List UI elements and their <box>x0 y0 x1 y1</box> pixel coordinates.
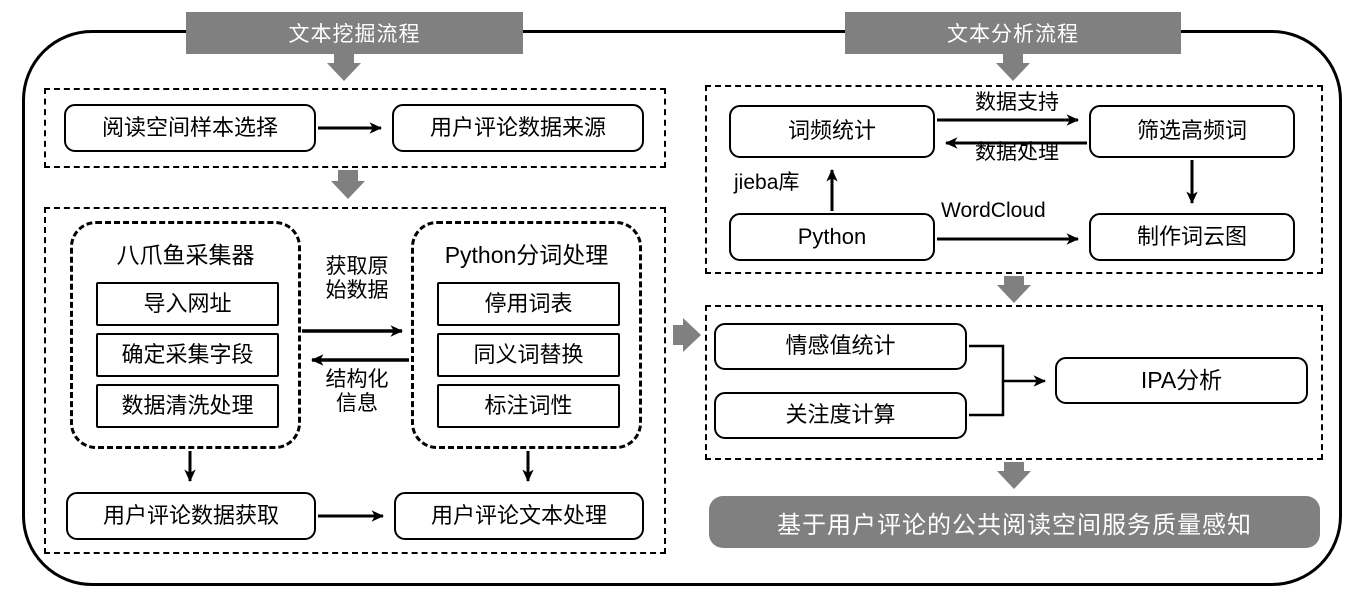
edge-label-structured-info: 结构化 信息 <box>312 368 402 415</box>
result-banner-service-quality: 基于用户评论的公共阅读空间服务质量感知 <box>709 496 1320 548</box>
node-attention-calculation[interactable]: 关注度计算 <box>714 392 967 439</box>
right-section-ipa <box>705 305 1323 460</box>
gray-arrow-shaft-right-sections <box>1004 276 1024 286</box>
edge-label-structured-info-line1: 结构化 <box>325 368 389 391</box>
edge-label-data-support: 数据支持 <box>975 91 1059 114</box>
group-octopus-collector <box>70 221 301 449</box>
banner-text-analysis: 文本分析流程 <box>845 12 1181 54</box>
gray-arrow-shaft-left-sections <box>338 170 358 182</box>
node-import-url[interactable]: 导入网址 <box>96 282 279 326</box>
gray-arrow-head-right-banner <box>996 63 1030 81</box>
node-user-review-data-source[interactable]: 用户评论数据来源 <box>392 104 644 152</box>
node-define-collect-fields[interactable]: 确定采集字段 <box>96 333 279 377</box>
node-filter-high-frequency-words[interactable]: 筛选高频词 <box>1089 105 1295 158</box>
gray-arrow-head-left-sections <box>331 181 365 199</box>
edge-label-get-raw-data-line2: 始数据 <box>325 278 389 302</box>
gray-arrow-shaft-right-banner <box>1003 54 1023 64</box>
left-section-sample-source <box>44 88 666 168</box>
node-data-cleaning[interactable]: 数据清洗处理 <box>96 384 279 428</box>
banner-text-mining: 文本挖掘流程 <box>186 12 523 54</box>
edge-label-wordcloud: WordCloud <box>941 199 1046 222</box>
node-ipa-analysis[interactable]: IPA分析 <box>1055 357 1308 404</box>
edge-label-get-raw-data-line1: 获取原 <box>325 255 389 278</box>
left-section-processing <box>44 207 666 554</box>
node-word-frequency-statistics[interactable]: 词频统计 <box>729 105 935 158</box>
gray-arrow-head-left-banner <box>327 63 361 81</box>
gray-arrow-head-left-to-right <box>683 318 701 352</box>
gray-arrow-shaft-left-to-right <box>673 325 684 345</box>
edge-label-structured-info-line2: 信息 <box>336 391 378 415</box>
right-section-wordcloud <box>705 85 1323 274</box>
gray-arrow-head-right-sections <box>997 285 1031 303</box>
node-stopword-list[interactable]: 停用词表 <box>437 282 620 326</box>
edge-label-jieba-library: jieba库 <box>734 171 800 194</box>
node-sentiment-statistics[interactable]: 情感值统计 <box>714 323 967 370</box>
node-reading-space-sample-selection[interactable]: 阅读空间样本选择 <box>64 104 316 152</box>
edge-label-get-raw-data: 获取原 始数据 <box>312 255 402 302</box>
node-pos-tagging[interactable]: 标注词性 <box>437 384 620 428</box>
gray-arrow-shaft-result <box>1004 462 1024 472</box>
group-python-segmentation <box>411 221 642 449</box>
edge-label-data-processing: 数据处理 <box>975 141 1059 164</box>
outer-container-frame <box>22 30 1342 586</box>
group-title-python-segmentation: Python分词处理 <box>444 242 609 268</box>
gray-arrow-shaft-left-banner <box>334 54 354 64</box>
node-python[interactable]: Python <box>729 213 935 261</box>
gray-arrow-head-result <box>997 471 1031 489</box>
node-user-review-text-processing[interactable]: 用户评论文本处理 <box>394 492 644 540</box>
node-synonym-replacement[interactable]: 同义词替换 <box>437 333 620 377</box>
node-user-review-data-acquisition[interactable]: 用户评论数据获取 <box>66 492 316 540</box>
node-create-wordcloud[interactable]: 制作词云图 <box>1089 213 1295 261</box>
group-title-octopus-collector: 八爪鱼采集器 <box>116 242 255 268</box>
